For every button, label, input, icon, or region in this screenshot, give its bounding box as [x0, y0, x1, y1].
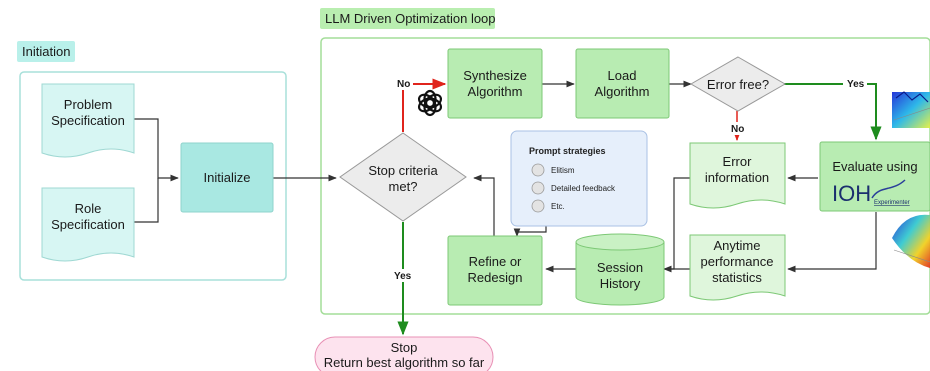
surface-plot-icon-2	[892, 214, 930, 268]
initiation-container	[19, 71, 287, 281]
error-free-decision: Error free?	[689, 56, 787, 112]
edge-label-no-error: No	[731, 124, 744, 135]
edge-refine-to-stop-criteria	[473, 174, 495, 236]
loop-section-label: LLM Driven Optimization loop	[320, 8, 496, 29]
edge-label-no-stop: No	[397, 79, 410, 90]
initiation-section-label: Initiation	[17, 41, 75, 62]
loop-container	[320, 37, 930, 315]
problem-spec-line1: Problem	[64, 97, 112, 112]
stop-line1: Stop	[391, 340, 418, 355]
initialize-node: Initialize	[180, 142, 274, 213]
problem-specification-node: Problem Specification	[41, 83, 135, 158]
ioh-logo-text: IOH	[832, 181, 871, 206]
prompt-strategy-item: Elitism	[551, 166, 575, 175]
anytime-line1: Anytime	[714, 238, 761, 253]
radio-circle-icon	[531, 181, 545, 195]
synthesize-line1: Synthesize	[463, 68, 527, 83]
anytime-statistics-node: Anytime performance statistics	[689, 234, 786, 301]
surface-plot-icon-1	[892, 91, 930, 128]
load-line2: Algorithm	[595, 84, 650, 99]
stop-criteria-line1: Stop criteria	[368, 163, 438, 178]
initiation-label-text: Initiation	[22, 44, 70, 59]
edge-label-yes-error: Yes	[847, 79, 865, 90]
load-algorithm-node: Load Algorithm	[575, 48, 670, 119]
session-history-line2: History	[600, 276, 641, 291]
role-spec-line2: Specification	[51, 217, 125, 232]
edge-role-to-initialize	[134, 178, 159, 223]
ioh-logo-subtext: Experimenter	[874, 200, 910, 206]
openai-logo-icon	[417, 89, 443, 117]
evaluate-text: Evaluate using	[832, 159, 917, 174]
edge-error-info-to-history	[663, 177, 690, 273]
prompt-strategies-title: Prompt strategies	[529, 146, 606, 156]
initialize-text: Initialize	[204, 170, 251, 185]
synthesize-algorithm-node: Synthesize Algorithm	[447, 48, 543, 119]
ioh-logo-swoosh	[871, 179, 906, 199]
error-information-node: Error information	[689, 142, 786, 209]
edge-prompt-to-refine	[513, 226, 547, 237]
session-history-line1: Session	[597, 260, 643, 275]
refine-redesign-node: Refine or Redesign	[447, 235, 543, 306]
error-free-text: Error free?	[707, 77, 769, 92]
prompt-strategy-item: Etc.	[551, 202, 565, 211]
stop-line2: Return best algorithm so far	[324, 355, 485, 370]
refine-line1: Refine or	[469, 254, 522, 269]
problem-spec-line2: Specification	[51, 113, 125, 128]
edge-evaluate-to-anytime	[787, 212, 877, 273]
stop-criteria-decision: Stop criteria met?	[339, 132, 467, 222]
anytime-line3: statistics	[712, 270, 762, 285]
role-specification-node: Role Specification	[41, 187, 135, 262]
stop-criteria-line2: met?	[389, 179, 418, 194]
session-history-node: Session History	[575, 233, 665, 306]
radio-circle-icon	[531, 163, 545, 177]
error-info-line1: Error	[723, 154, 753, 169]
error-info-line2: information	[705, 170, 769, 185]
radio-circle-icon	[531, 199, 545, 213]
edge-problem-to-initialize	[134, 118, 179, 182]
synthesize-line2: Algorithm	[468, 84, 523, 99]
loop-label-text: LLM Driven Optimization loop	[325, 11, 496, 26]
evaluate-node: Evaluate using IOH Experimenter	[819, 141, 930, 212]
anytime-line2: performance	[701, 254, 774, 269]
role-spec-line1: Role	[75, 201, 102, 216]
refine-line2: Redesign	[468, 270, 523, 285]
edge-yes-to-evaluate	[784, 83, 882, 141]
prompt-strategy-item: Detailed feedback	[551, 184, 616, 193]
prompt-strategies-box: Prompt strategies Elitism Detailed feedb…	[510, 130, 648, 227]
load-line1: Load	[608, 68, 637, 83]
edge-label-yes-stop: Yes	[394, 271, 412, 282]
stop-terminal-node: Stop Return best algorithm so far	[314, 336, 494, 371]
